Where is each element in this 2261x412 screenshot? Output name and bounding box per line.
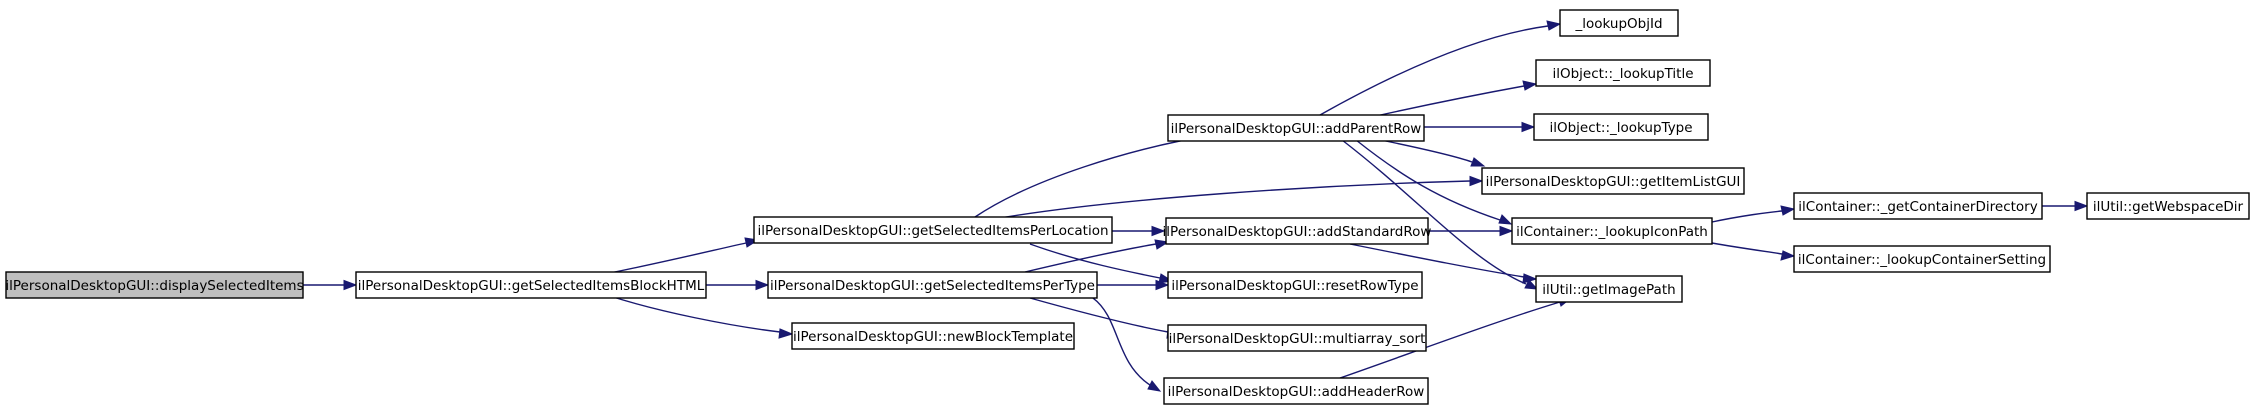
edge-perlocation-to-itemlist: [999, 175, 1484, 219]
edge-iconpath-to-contdir: [1711, 205, 1796, 223]
node-label: ilContainer::_lookupIconPath: [1516, 224, 1708, 240]
node-label: ilObject::_lookupType: [1549, 120, 1692, 136]
node-get-selected-items-per-location[interactable]: ilPersonalDesktopGUI::getSelectedItemsPe…: [753, 216, 1113, 244]
edge-addparent-to-lookuptitle: [1375, 80, 1538, 117]
node-get-image-path[interactable]: ilUtil::getImagePath: [1535, 275, 1683, 303]
node-multiarray-sort[interactable]: ilPersonalDesktopGUI::multiarray_sort: [1167, 324, 1427, 352]
node-label: ilObject::_lookupTitle: [1552, 66, 1693, 82]
node-label: ilUtil::getWebspaceDir: [2093, 199, 2244, 215]
node-label: ilPersonalDesktopGUI::getItemListGUI: [1486, 174, 1741, 190]
node-get-container-directory[interactable]: ilContainer::_getContainerDirectory: [1793, 192, 2043, 220]
node-new-block-template[interactable]: ilPersonalDesktopGUI::newBlockTemplate: [791, 322, 1075, 350]
edge-perlocation-to-addstd: [1112, 225, 1166, 237]
node-label: ilPersonalDesktopGUI::addHeaderRow: [1168, 384, 1425, 400]
node-lookup-title[interactable]: ilObject::_lookupTitle: [1535, 59, 1711, 87]
edges: [303, 20, 2089, 392]
edge-addparent-to-imagepath: [1341, 139, 1539, 290]
node-label: ilContainer::_lookupContainerSetting: [1798, 252, 2046, 268]
node-label: _lookupObjId: [1574, 16, 1662, 32]
node-lookup-container-setting[interactable]: ilContainer::_lookupContainerSetting: [1793, 245, 2051, 273]
edge-blockhtml-to-pertype: [706, 279, 770, 291]
node-get-webspace-dir[interactable]: ilUtil::getWebspaceDir: [2086, 192, 2250, 220]
node-label: ilPersonalDesktopGUI::newBlockTemplate: [793, 329, 1073, 345]
node-get-selected-items-per-type[interactable]: ilPersonalDesktopGUI::getSelectedItemsPe…: [767, 271, 1098, 299]
node-lookup-obj-id[interactable]: _lookupObjId: [1559, 9, 1679, 37]
node-label: ilPersonalDesktopGUI::getSelectedItemsPe…: [757, 223, 1108, 239]
node-label: ilPersonalDesktopGUI::multiarray_sort: [1169, 331, 1426, 347]
edge-addparent-to-iconpath: [1355, 139, 1513, 225]
edge-pertype-to-addstd: [1024, 239, 1170, 273]
node-lookup-icon-path[interactable]: ilContainer::_lookupIconPath: [1511, 217, 1713, 245]
node-label: ilPersonalDesktopGUI::getSelectedItemsBl…: [358, 278, 705, 294]
edge-pertype-to-reset: [1097, 279, 1170, 291]
edge-blockhtml-to-newblock: [609, 295, 794, 339]
node-add-header-row[interactable]: ilPersonalDesktopGUI::addHeaderRow: [1163, 377, 1429, 405]
edge-blockhtml-to-perlocation: [604, 237, 760, 275]
node-label: ilPersonalDesktopGUI::resetRowType: [1171, 278, 1418, 294]
edge-contdir-to-webspace: [2042, 200, 2089, 212]
node-add-parent-row[interactable]: ilPersonalDesktopGUI::addParentRow: [1167, 114, 1425, 142]
edge-display-to-blockhtml: [303, 279, 358, 291]
edge-addparent-to-itemlist: [1375, 138, 1486, 167]
edge-addparent-to-lookupobj: [1319, 20, 1562, 116]
node-label: ilPersonalDesktopGUI::addParentRow: [1171, 121, 1422, 137]
node-label: ilPersonalDesktopGUI::displaySelectedIte…: [5, 278, 303, 294]
node-label: ilContainer::_getContainerDirectory: [1798, 199, 2037, 215]
edge-pertype-to-addheader: [1092, 297, 1162, 392]
edge-addstd-to-imagepath: [1349, 243, 1538, 284]
node-label: ilPersonalDesktopGUI::addStandardRow: [1163, 224, 1432, 240]
node-label: ilPersonalDesktopGUI::getSelectedItemsPe…: [770, 278, 1095, 294]
edge-iconpath-to-contset: [1711, 242, 1796, 261]
edge-addstd-to-iconpath: [1428, 225, 1514, 237]
node-lookup-type[interactable]: ilObject::_lookupType: [1533, 113, 1709, 141]
node-get-selected-items-block-html[interactable]: ilPersonalDesktopGUI::getSelectedItemsBl…: [355, 271, 707, 299]
node-get-item-list-gui[interactable]: ilPersonalDesktopGUI::getItemListGUI: [1481, 167, 1745, 195]
node-label: ilUtil::getImagePath: [1542, 282, 1675, 298]
node-reset-row-type[interactable]: ilPersonalDesktopGUI::resetRowType: [1167, 271, 1423, 299]
node-display-selected-items[interactable]: ilPersonalDesktopGUI::displaySelectedIte…: [5, 271, 304, 299]
node-add-standard-row[interactable]: ilPersonalDesktopGUI::addStandardRow: [1163, 217, 1432, 245]
nodes: ilPersonalDesktopGUI::displaySelectedIte…: [5, 9, 2250, 405]
edge-addparent-to-lookuptype: [1424, 121, 1536, 133]
